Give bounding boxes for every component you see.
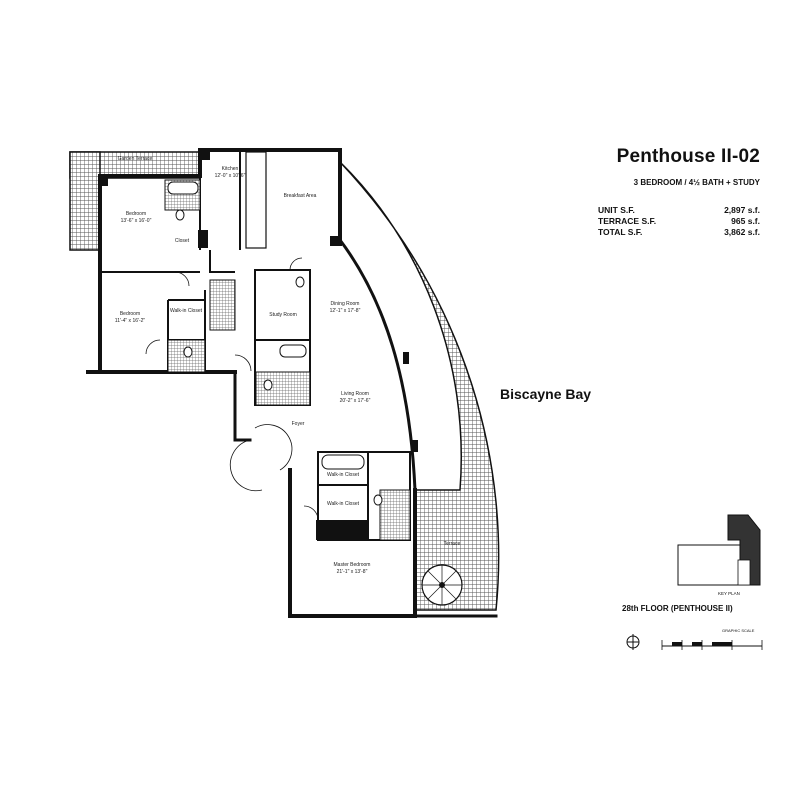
sf-value: 3,862 s.f. xyxy=(724,227,760,237)
bath-tile xyxy=(209,279,236,331)
sf-value: 2,897 s.f. xyxy=(724,205,760,215)
toilet xyxy=(175,209,185,221)
garden-terrace-left xyxy=(69,151,101,251)
spiral-stair xyxy=(421,564,463,606)
graphic-scale xyxy=(661,640,763,650)
room-labels: Garden Terrace Kitchen 12'-0" x 10'-6" B… xyxy=(115,156,461,575)
kitchen-island xyxy=(245,151,267,249)
sf-value: 965 s.f. xyxy=(731,216,760,226)
dims-dining: 12'-1" x 17'-8" xyxy=(330,308,361,314)
dims-living: 20'-2" x 17'-6" xyxy=(340,398,371,404)
sf-label: TOTAL S.F. xyxy=(598,227,643,237)
label-master: Master Bedroom xyxy=(334,562,371,568)
bathtub xyxy=(279,344,307,358)
water-label: Biscayne Bay xyxy=(500,386,592,402)
sf-label: UNIT S.F. xyxy=(598,205,635,215)
label-breakfast: Breakfast Area xyxy=(284,193,317,199)
label-walkin-2: Walk-in Closet xyxy=(327,501,360,507)
toilet xyxy=(295,276,305,288)
toilet xyxy=(263,379,273,391)
sf-row: UNIT S.F. 2,897 s.f. xyxy=(598,205,760,216)
bathtub xyxy=(321,454,365,470)
bath-tile xyxy=(379,489,411,541)
label-closet: Closet xyxy=(175,238,190,244)
sf-label: TERRACE S.F. xyxy=(598,216,657,226)
label-garden-terrace: Garden Terrace xyxy=(118,156,153,162)
east-terrace xyxy=(339,161,500,611)
dims-bedroom-2: 11'-4" x 16'-2" xyxy=(115,318,146,324)
key-plan-label: KEY PLAN xyxy=(718,591,740,596)
label-kitchen: Kitchen xyxy=(222,166,239,172)
toilet xyxy=(183,346,193,358)
dims-bedroom-1: 13'-6" x 16'-0" xyxy=(121,218,152,224)
dims-kitchen: 12'-0" x 10'-6" xyxy=(215,173,246,179)
dims-master: 21'-1" x 13'-8" xyxy=(337,569,368,575)
floor-label: 28th FLOOR (PENTHOUSE II) xyxy=(622,604,733,613)
page-title: Penthouse II-02 xyxy=(616,146,760,167)
north-arrow-icon xyxy=(626,634,640,650)
sf-row: TERRACE S.F. 965 s.f. xyxy=(598,216,760,227)
door-swings xyxy=(145,257,319,521)
label-terrace: Terrace xyxy=(444,541,461,547)
key-plan xyxy=(677,514,761,586)
bathtub xyxy=(167,181,199,195)
label-dining: Dining Room xyxy=(331,301,360,307)
graphic-scale-label: GRAPHIC SCALE xyxy=(722,628,755,633)
columns xyxy=(98,150,418,540)
bath-tile xyxy=(255,371,311,406)
label-study: Study Room xyxy=(269,312,297,318)
square-footage-table: UNIT S.F. 2,897 s.f. TERRACE S.F. 965 s.… xyxy=(598,205,760,238)
toilet xyxy=(373,494,383,506)
unit-subtitle: 3 BEDROOM / 4½ BATH + STUDY xyxy=(633,178,760,187)
label-walkin-1: Walk-in Closet xyxy=(327,472,360,478)
label-bedroom-2: Bedroom xyxy=(120,311,140,317)
label-living: Living Room xyxy=(341,391,369,397)
label-foyer: Foyer xyxy=(292,421,305,427)
label-walkin-closet: Walk-in Closet xyxy=(170,308,203,314)
sf-row: TOTAL S.F. 3,862 s.f. xyxy=(598,227,760,238)
label-bedroom-1: Bedroom xyxy=(126,211,146,217)
